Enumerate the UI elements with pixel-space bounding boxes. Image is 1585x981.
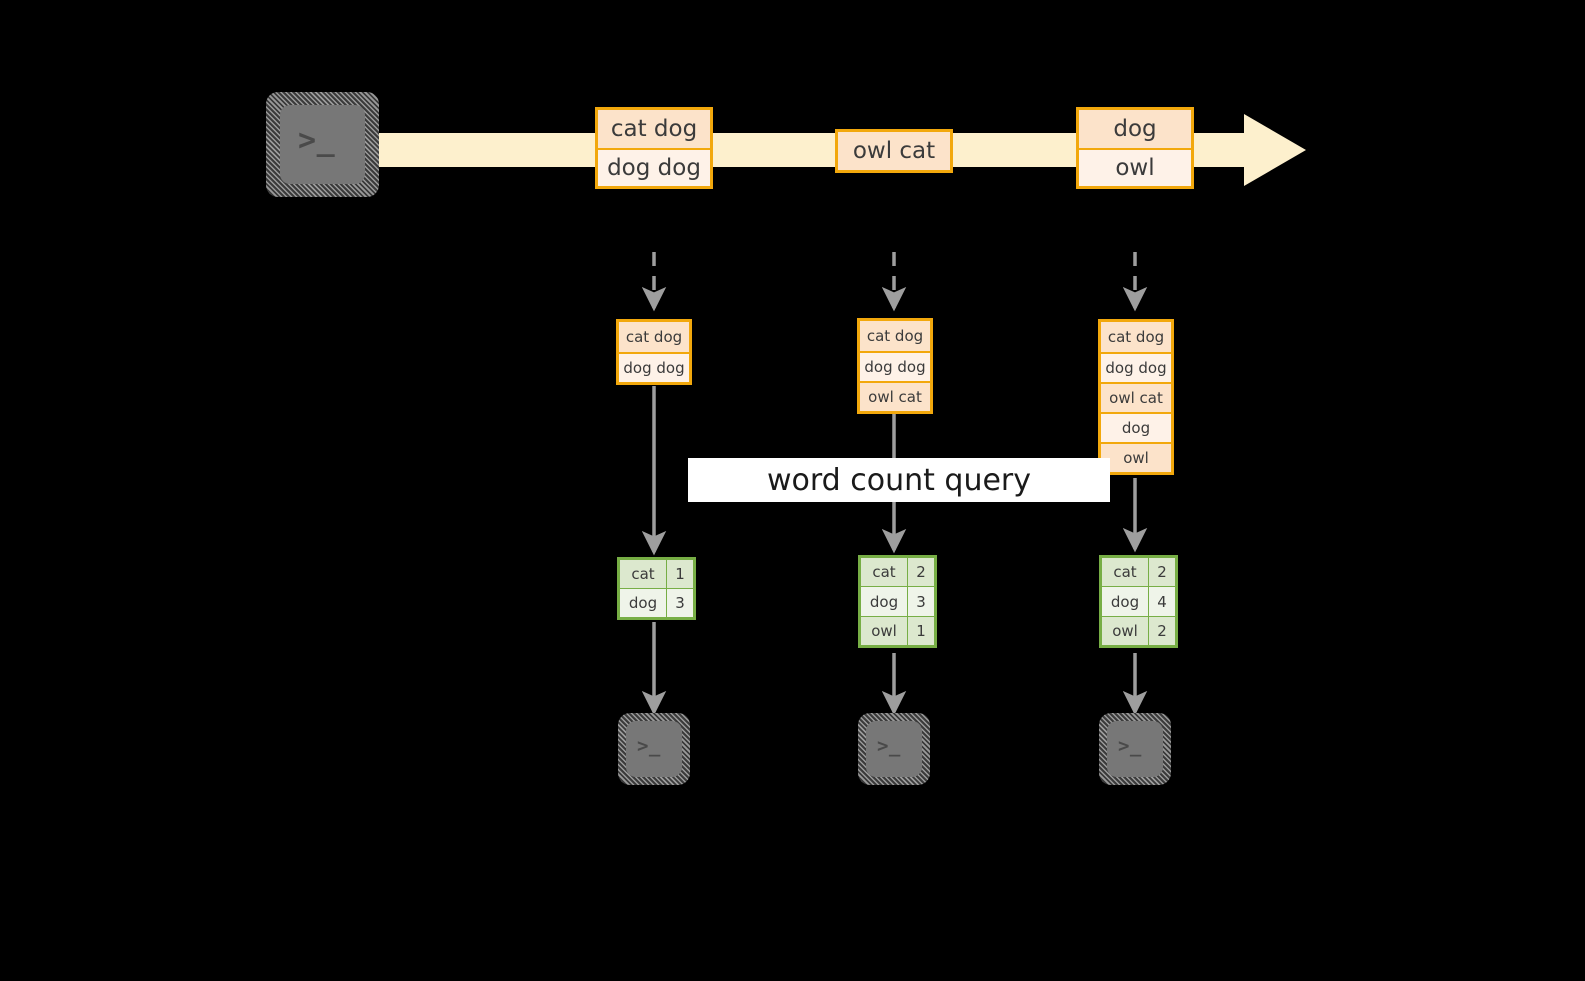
accumulated-event[interactable]: owl cat — [860, 381, 930, 411]
terminal-face — [1107, 721, 1163, 777]
result-table-column-1[interactable]: cat 1 dog 3 — [617, 557, 696, 620]
table-row[interactable]: owl 1 — [859, 616, 936, 647]
accumulated-event[interactable]: cat dog — [860, 321, 930, 351]
result-table-column-2[interactable]: cat 2 dog 3 owl 1 — [858, 555, 937, 648]
accumulated-events-column-3[interactable]: cat dog dog dog owl cat dog owl — [1098, 319, 1174, 475]
result-count: 1 — [666, 558, 695, 589]
table-row[interactable]: owl 2 — [1100, 616, 1177, 647]
result-word: owl — [1100, 616, 1149, 647]
sink-terminal-icon-column-3[interactable]: >_ — [1099, 713, 1171, 785]
query-label-text: word count query — [766, 462, 1032, 498]
terminal-prompt-glyph: >_ — [637, 735, 661, 757]
stream-event[interactable]: owl cat — [838, 132, 950, 170]
result-count: 2 — [1148, 556, 1177, 587]
accumulated-event[interactable]: dog dog — [860, 351, 930, 381]
result-word: cat — [1100, 556, 1149, 587]
source-terminal-icon[interactable]: >_ — [266, 92, 379, 197]
result-count: 2 — [1148, 616, 1177, 647]
table-row[interactable]: dog 3 — [618, 588, 695, 619]
table-row[interactable]: dog 3 — [859, 586, 936, 617]
result-word: dog — [618, 588, 667, 619]
terminal-face — [866, 721, 922, 777]
result-word: cat — [618, 558, 667, 589]
result-count: 4 — [1148, 586, 1177, 617]
result-word: dog — [859, 586, 908, 617]
stream-event[interactable]: dog — [1079, 110, 1191, 148]
terminal-prompt-glyph: >_ — [1118, 735, 1142, 757]
terminal-face — [280, 105, 365, 184]
query-label-banner: word count query — [688, 458, 1110, 502]
result-count: 1 — [907, 616, 936, 647]
accumulated-events-column-2[interactable]: cat dog dog dog owl cat — [857, 318, 933, 414]
result-word: cat — [859, 556, 908, 587]
stream-group-1[interactable]: cat dog dog dog — [595, 107, 713, 189]
sink-terminal-icon-column-2[interactable]: >_ — [858, 713, 930, 785]
terminal-face — [626, 721, 682, 777]
sink-terminal-icon-column-1[interactable]: >_ — [618, 713, 690, 785]
accumulated-event[interactable]: owl — [1101, 442, 1171, 472]
stream-group-2[interactable]: owl cat — [835, 129, 953, 173]
accumulated-event[interactable]: dog dog — [1101, 352, 1171, 382]
accumulated-events-column-1[interactable]: cat dog dog dog — [616, 319, 692, 385]
accumulated-event[interactable]: cat dog — [619, 322, 689, 352]
stream-event[interactable]: dog dog — [598, 148, 710, 186]
table-row[interactable]: cat 1 — [618, 558, 695, 589]
result-table-column-3[interactable]: cat 2 dog 4 owl 2 — [1099, 555, 1178, 648]
result-count: 3 — [907, 586, 936, 617]
result-count: 3 — [666, 588, 695, 619]
stream-event[interactable]: cat dog — [598, 110, 710, 148]
accumulated-event[interactable]: dog — [1101, 412, 1171, 442]
result-count: 2 — [907, 556, 936, 587]
result-word: dog — [1100, 586, 1149, 617]
table-row[interactable]: dog 4 — [1100, 586, 1177, 617]
table-row[interactable]: cat 2 — [859, 556, 936, 587]
table-row[interactable]: cat 2 — [1100, 556, 1177, 587]
result-word: owl — [859, 616, 908, 647]
accumulated-event[interactable]: dog dog — [619, 352, 689, 382]
accumulated-event[interactable]: cat dog — [1101, 322, 1171, 352]
stream-group-3[interactable]: dog owl — [1076, 107, 1194, 189]
terminal-prompt-glyph: >_ — [877, 735, 901, 757]
accumulated-event[interactable]: owl cat — [1101, 382, 1171, 412]
terminal-prompt-glyph: >_ — [298, 123, 336, 158]
stream-event[interactable]: owl — [1079, 148, 1191, 186]
